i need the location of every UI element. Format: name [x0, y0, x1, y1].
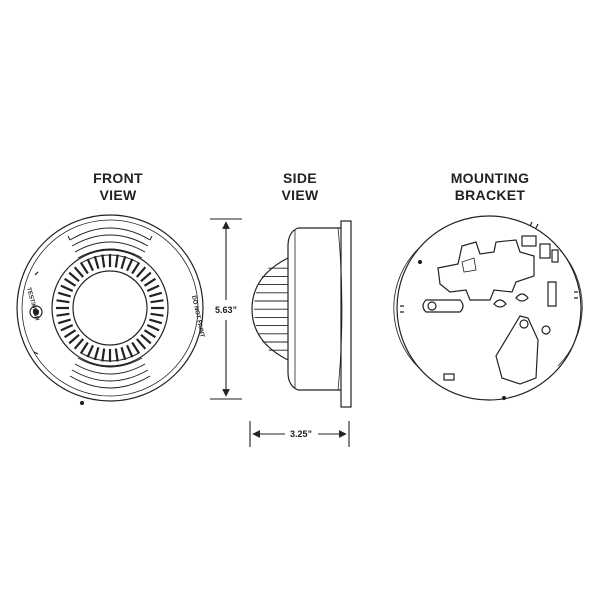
front-grille-slot: [79, 261, 89, 275]
front-grille-slot: [143, 277, 157, 287]
front-grille-slot: [101, 348, 106, 362]
front-grille-slot: [68, 271, 80, 282]
front-grille-slot: [150, 312, 164, 317]
bracket-outer-ring: [396, 215, 582, 401]
front-rim-mark-1: [34, 271, 39, 276]
front-grille-slot: [60, 324, 74, 332]
front-grille-slot: [86, 344, 94, 358]
front-view-heading: FRONT VIEW: [58, 170, 178, 204]
front-rim-dot: [79, 400, 85, 406]
bracket-hook-slot-2: [515, 293, 529, 302]
front-grille-slot: [140, 334, 152, 345]
front-grille-slot: [60, 284, 74, 292]
bracket-left-notch: [400, 305, 404, 313]
bracket-upper-cutout: [437, 239, 535, 301]
front-grille-slot: [120, 347, 127, 361]
front-grille-slot: [140, 271, 152, 282]
front-grille-slot: [73, 266, 84, 278]
bracket-rim-dot-1: [417, 259, 423, 265]
front-grille-slot: [146, 284, 160, 292]
front-inner-ring: [21, 219, 199, 397]
front-grille-slot: [136, 266, 147, 278]
depth-dimension-label: 3.25”: [290, 429, 312, 439]
front-grille-slot: [56, 299, 70, 304]
bracket-left-keyhole: [422, 299, 464, 313]
front-top-vent: [67, 227, 153, 264]
mounting-bracket-heading-line1: MOUNTING: [450, 170, 530, 186]
side-body-rim: [337, 227, 343, 391]
height-dimension: [210, 218, 242, 400]
front-grille-slot: [93, 255, 100, 269]
front-grille-outer: [51, 249, 169, 367]
mounting-bracket-heading-line2: BRACKET: [454, 187, 526, 203]
front-grille-slot: [56, 312, 70, 317]
front-grille-slot: [57, 318, 71, 325]
side-body-outline: [287, 227, 341, 391]
front-grille-slot: [136, 338, 147, 350]
bracket-tab-2: [539, 243, 551, 259]
bracket-upper-slot: [461, 257, 477, 273]
front-grille-slot: [150, 299, 164, 304]
bracket-right-hole: [541, 325, 551, 335]
front-outer-ring: [16, 214, 204, 402]
front-view-heading-line1: FRONT: [93, 170, 143, 186]
bracket-wedge-hole: [519, 319, 529, 329]
front-grille-slot: [63, 277, 77, 287]
side-dome-outline: [251, 257, 289, 361]
mounting-bracket-drawing: [393, 215, 583, 401]
front-grille-slot: [131, 261, 141, 275]
bracket-right-notch: [574, 291, 578, 299]
bracket-inner-arc-left: [393, 247, 420, 369]
bracket-lower-wedge: [495, 315, 539, 385]
front-center-dome: [72, 270, 148, 346]
bracket-rim-dot-2: [501, 395, 507, 401]
front-grille-slot: [146, 324, 160, 332]
front-grille-slot: [114, 254, 119, 268]
mounting-bracket-heading: MOUNTING BRACKET: [425, 170, 555, 204]
front-grille-slot: [73, 338, 84, 350]
front-grille-slot: [68, 334, 80, 345]
front-rim-mark-2: [33, 351, 39, 355]
bracket-top-notch: [529, 221, 539, 229]
front-grille-slot: [86, 258, 94, 272]
front-grille-slot: [93, 347, 100, 361]
front-grille-slot: [149, 291, 163, 298]
side-view-heading-line2: VIEW: [281, 187, 319, 203]
bracket-hook-slot-1: [493, 299, 507, 308]
front-grille-slot: [143, 329, 157, 339]
side-mount-plate: [340, 220, 352, 408]
side-view-heading-line1: SIDE: [283, 170, 317, 186]
front-grille-slot: [131, 341, 141, 355]
front-grille-slot: [126, 344, 134, 358]
bracket-left-keyhole-hole: [427, 301, 437, 311]
front-view-drawing: [16, 214, 204, 406]
front-grille-slot: [126, 258, 134, 272]
front-grille-slot: [149, 318, 163, 325]
front-grille-slot: [120, 255, 127, 269]
bracket-right-slot: [547, 281, 557, 307]
front-grille-slots: [56, 254, 164, 362]
bracket-inner-arc-right: [557, 249, 583, 367]
front-bottom-vent: [69, 352, 151, 389]
bracket-bottom-tab: [443, 373, 455, 381]
front-grille-slot: [57, 291, 71, 298]
front-grille-slot: [79, 341, 89, 355]
bracket-tab-1: [521, 235, 537, 247]
front-grille-slot: [114, 348, 119, 362]
side-view-heading: SIDE VIEW: [250, 170, 350, 204]
front-view-heading-line2: VIEW: [99, 187, 137, 203]
bracket-tab-3: [551, 249, 559, 263]
side-dome-slats: [254, 267, 288, 351]
height-dimension-label: 5.63”: [215, 305, 237, 315]
test-hush-button-center: [32, 308, 40, 316]
test-hush-button: [29, 305, 43, 319]
front-grille-slot: [63, 329, 77, 339]
side-view-drawing: [251, 220, 352, 408]
front-grille-slot: [101, 254, 106, 268]
depth-dimension: [249, 421, 350, 447]
